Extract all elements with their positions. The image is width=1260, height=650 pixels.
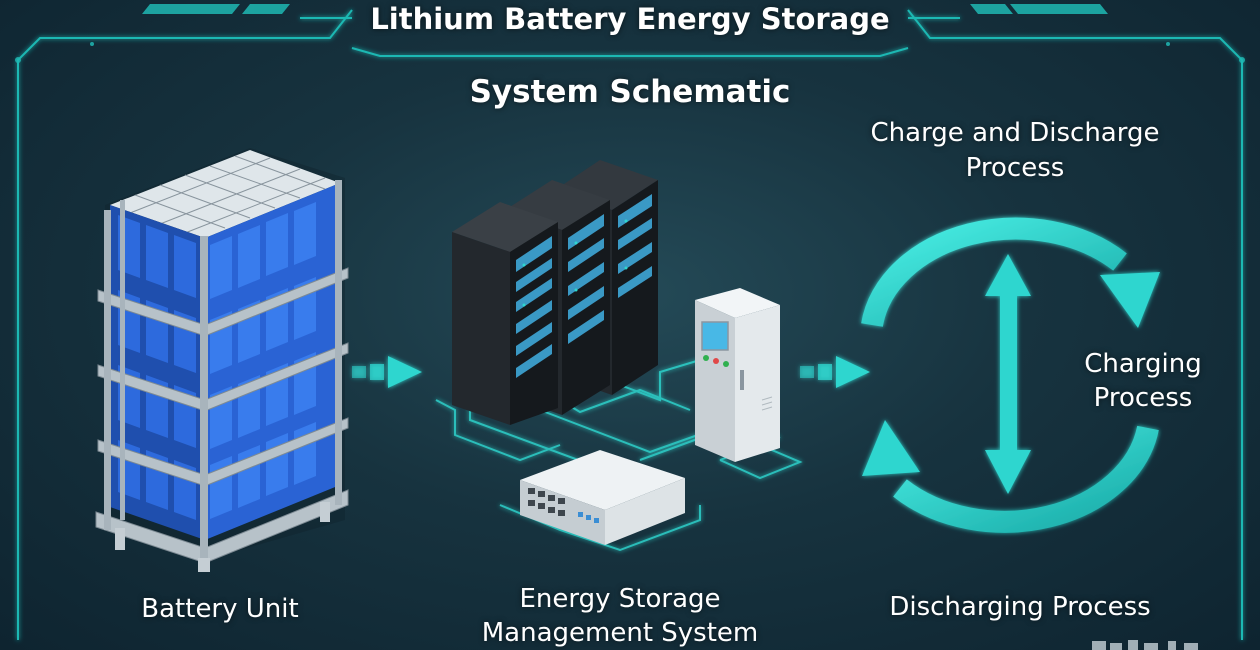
flow-arrow-icon <box>352 356 422 388</box>
label-charging-process: Charging Process <box>1084 349 1202 413</box>
label-charge-and-discharge: Charge and Discharge Process <box>870 118 1160 183</box>
label-battery-unit: Battery Unit <box>141 594 299 624</box>
label-discharging-process: Discharging Process <box>889 592 1151 622</box>
label-energy-storage-management-system: Energy Storage Management System <box>481 584 759 648</box>
title-line-2: System Schematic <box>469 74 791 110</box>
watermark <box>1088 636 1258 650</box>
title-line-1: Lithium Battery Energy Storage <box>370 2 890 36</box>
flow-arrow-icon <box>800 356 870 388</box>
